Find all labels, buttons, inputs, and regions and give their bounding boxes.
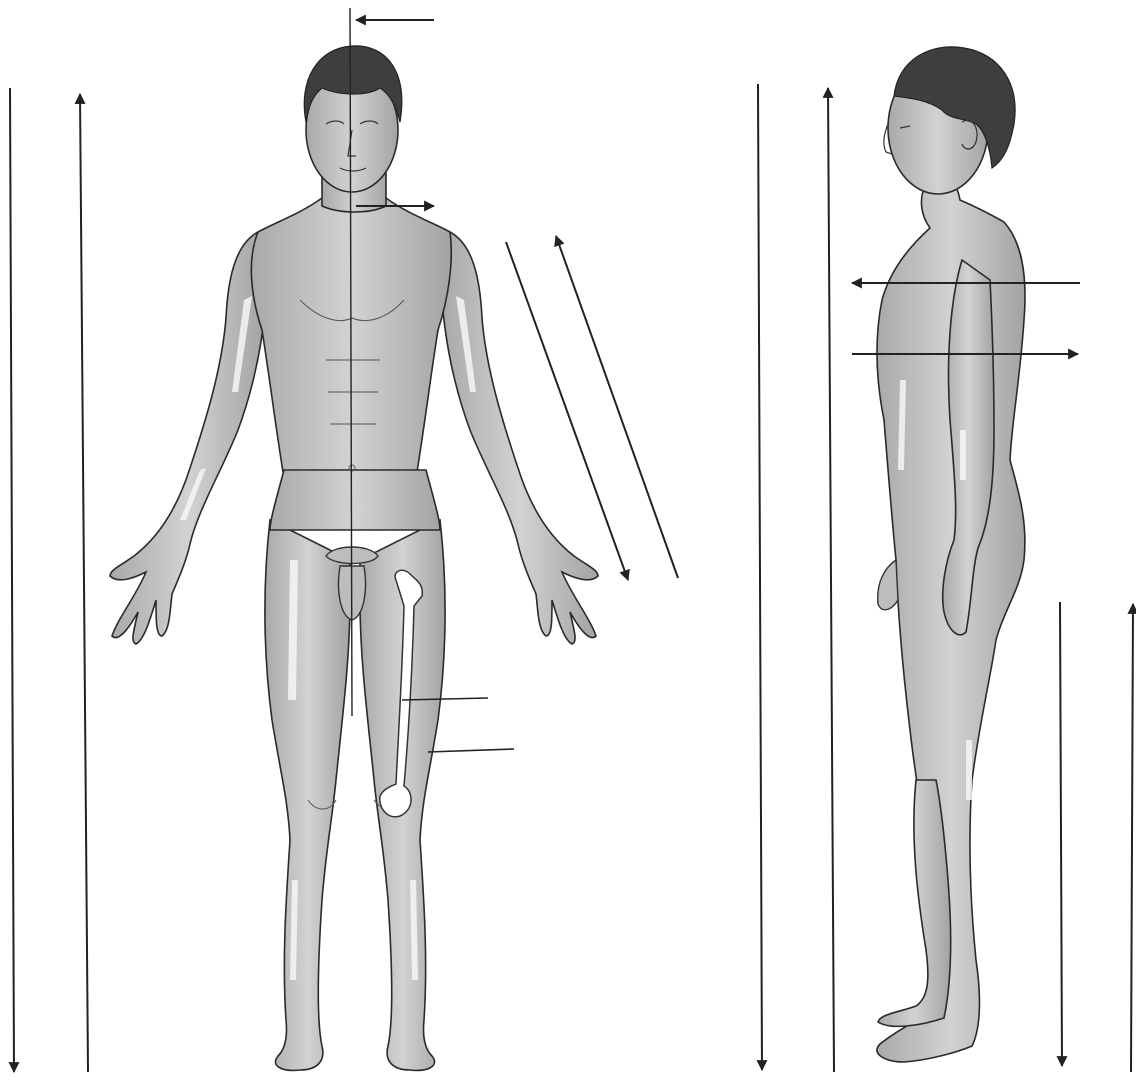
- arrow-right-up: [1131, 604, 1133, 1072]
- pelvis: [270, 470, 440, 530]
- label-line-skin: [428, 749, 514, 752]
- arrow-right-down: [1060, 602, 1062, 1066]
- arrow-center-up: [828, 88, 834, 1072]
- arrow-arm-up: [556, 236, 678, 578]
- arrow-center-down: [758, 84, 762, 1070]
- lateral-figure: [877, 62, 1025, 1062]
- arrow-left-up: [80, 94, 88, 1072]
- left-arm: [442, 232, 598, 644]
- arrow-left-down: [10, 88, 14, 1072]
- lateral-leg-front: [878, 780, 951, 1026]
- lateral-genitals: [878, 560, 898, 610]
- right-leg: [265, 520, 350, 1070]
- right-arm: [110, 232, 266, 644]
